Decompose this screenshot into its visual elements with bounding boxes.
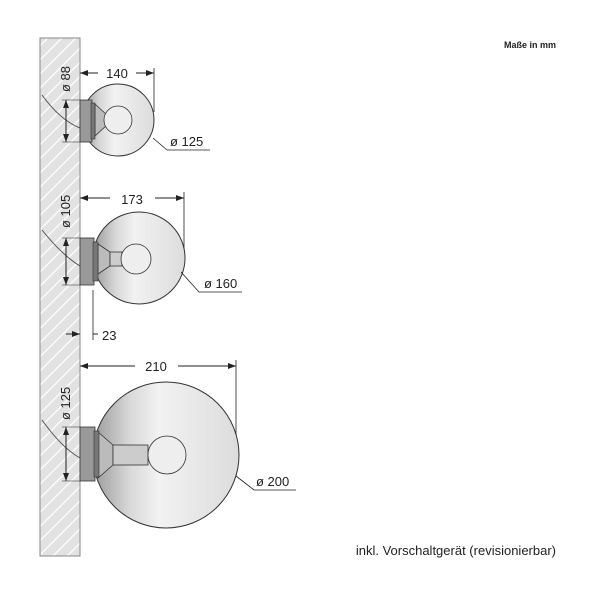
lamp-large-globe-diameter: ø 200 <box>256 474 289 489</box>
lamp-medium-base-diameter: ø 105 <box>58 195 73 228</box>
units-note: Maße in mm <box>504 40 556 50</box>
lamp-large-depth: 210 <box>145 359 167 374</box>
lamp-medium-depth: 173 <box>121 192 143 207</box>
lamp-small-depth: 140 <box>106 66 128 81</box>
lamp-large-base-diameter: ø 125 <box>58 387 73 420</box>
caption: inkl. Vorschaltgerät (revisionierbar) <box>356 543 556 558</box>
lamp-medium-globe-diameter: ø 160 <box>204 276 237 291</box>
lamp-large <box>41 360 296 529</box>
lamp-small-base-diameter: ø 88 <box>58 66 73 92</box>
lamp-medium-base-depth: 23 <box>102 328 116 343</box>
lamp-small-globe-diameter: ø 125 <box>170 134 203 149</box>
lamp-medium <box>41 192 242 340</box>
lamp-small <box>41 68 210 157</box>
